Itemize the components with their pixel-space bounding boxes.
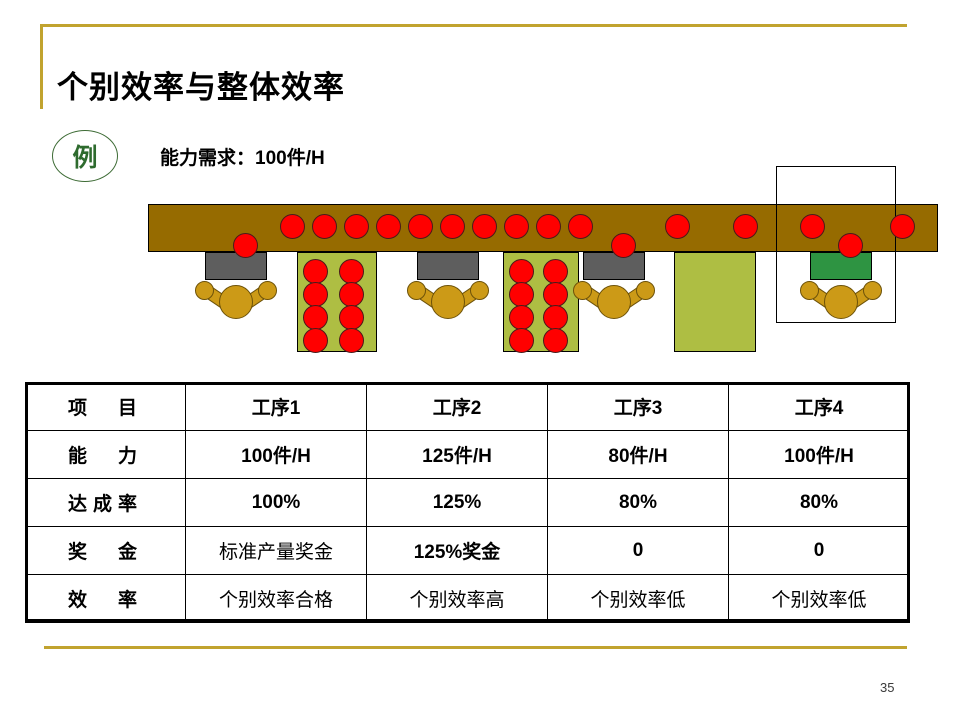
belt-item [800, 214, 825, 239]
buffer-item [338, 328, 364, 353]
table-row-label: 达成率 [25, 478, 186, 527]
table-corner-header: 项 目 [25, 382, 186, 431]
table-header-process-3: 工序3 [547, 382, 729, 431]
worker-body-1 [219, 285, 253, 319]
dropping-item [611, 233, 636, 258]
belt-item [280, 214, 305, 239]
buffer-item [303, 282, 328, 307]
table-row-label: 能 力 [25, 430, 186, 479]
belt-item [568, 214, 593, 239]
buffer-item [509, 305, 534, 330]
worker-hand-left-3 [573, 281, 592, 300]
table-cell: 0 [728, 526, 910, 575]
belt-item [536, 214, 561, 239]
buffer-item [338, 282, 364, 307]
worker-hand-right-2 [470, 281, 489, 300]
table-header-process-1: 工序1 [185, 382, 367, 431]
worker-hand-right-1 [258, 281, 277, 300]
worker-hand-right-3 [636, 281, 655, 300]
worker-body-2 [431, 285, 465, 319]
buffer-item [509, 282, 534, 307]
worker-body-4 [824, 285, 858, 319]
table-cell: 80% [547, 478, 729, 527]
table-row-label: 奖 金 [25, 526, 186, 575]
table-cell: 100件/H [185, 430, 367, 479]
worker-hand-left-2 [407, 281, 426, 300]
table-cell: 100% [185, 478, 367, 527]
table-cell: 个别效率低 [547, 574, 729, 623]
belt-item [408, 214, 433, 239]
table-row: 效 率个别效率合格个别效率高个别效率低个别效率低 [25, 574, 910, 623]
desk-4 [810, 252, 872, 280]
buffer-item [509, 259, 534, 284]
worker-body-3 [597, 285, 631, 319]
table-cell: 标准产量奖金 [185, 526, 367, 575]
buffer-item [303, 305, 328, 330]
table-row-label: 效 率 [25, 574, 186, 623]
buffer-item [543, 328, 569, 353]
desk-1 [205, 252, 267, 280]
belt-item [733, 214, 758, 239]
worker-hand-left-4 [800, 281, 819, 300]
page-title: 个别效率与整体效率 [57, 70, 345, 105]
table-cell: 个别效率合格 [185, 574, 367, 623]
buffer-item [509, 328, 534, 353]
table-cell: 125件/H [366, 430, 548, 479]
example-badge-label: 例 [72, 144, 98, 172]
belt-item [440, 214, 465, 239]
table-cell: 个别效率低 [728, 574, 910, 623]
belt-item [890, 214, 915, 239]
table-cell: 80件/H [547, 430, 729, 479]
table-header-process-4: 工序4 [728, 382, 910, 431]
buffer-item [543, 259, 569, 284]
table-header-process-2: 工序2 [366, 382, 548, 431]
capacity-demand-note: 能力需求：100件/H [160, 148, 325, 169]
belt-item [344, 214, 369, 239]
belt-item [504, 214, 529, 239]
table-cell: 个别效率高 [366, 574, 548, 623]
dropping-item [233, 233, 258, 258]
table-cell: 100件/H [728, 430, 910, 479]
desk-2 [417, 252, 479, 280]
buffer-item [338, 305, 364, 330]
accent-rule-left [40, 24, 43, 109]
station-4-highlight-box [776, 166, 896, 323]
accent-rule-top [40, 24, 907, 27]
buffer-item [338, 259, 364, 284]
page-number: 35 [880, 680, 895, 695]
example-badge-outline [52, 130, 118, 182]
buffer-item [303, 259, 328, 284]
worker-hand-left-1 [195, 281, 214, 300]
belt-item [376, 214, 401, 239]
accent-rule-bottom [44, 646, 907, 649]
dropping-item [838, 233, 863, 258]
table-cell: 0 [547, 526, 729, 575]
table-cell: 80% [728, 478, 910, 527]
belt-item [472, 214, 497, 239]
belt-item [665, 214, 690, 239]
table-cell: 125% [366, 478, 548, 527]
buffer-stock-3 [674, 252, 756, 352]
buffer-item [303, 328, 328, 353]
desk-3 [583, 252, 645, 280]
table-cell: 125%奖金 [366, 526, 548, 575]
worker-hand-right-4 [863, 281, 882, 300]
belt-item [312, 214, 337, 239]
